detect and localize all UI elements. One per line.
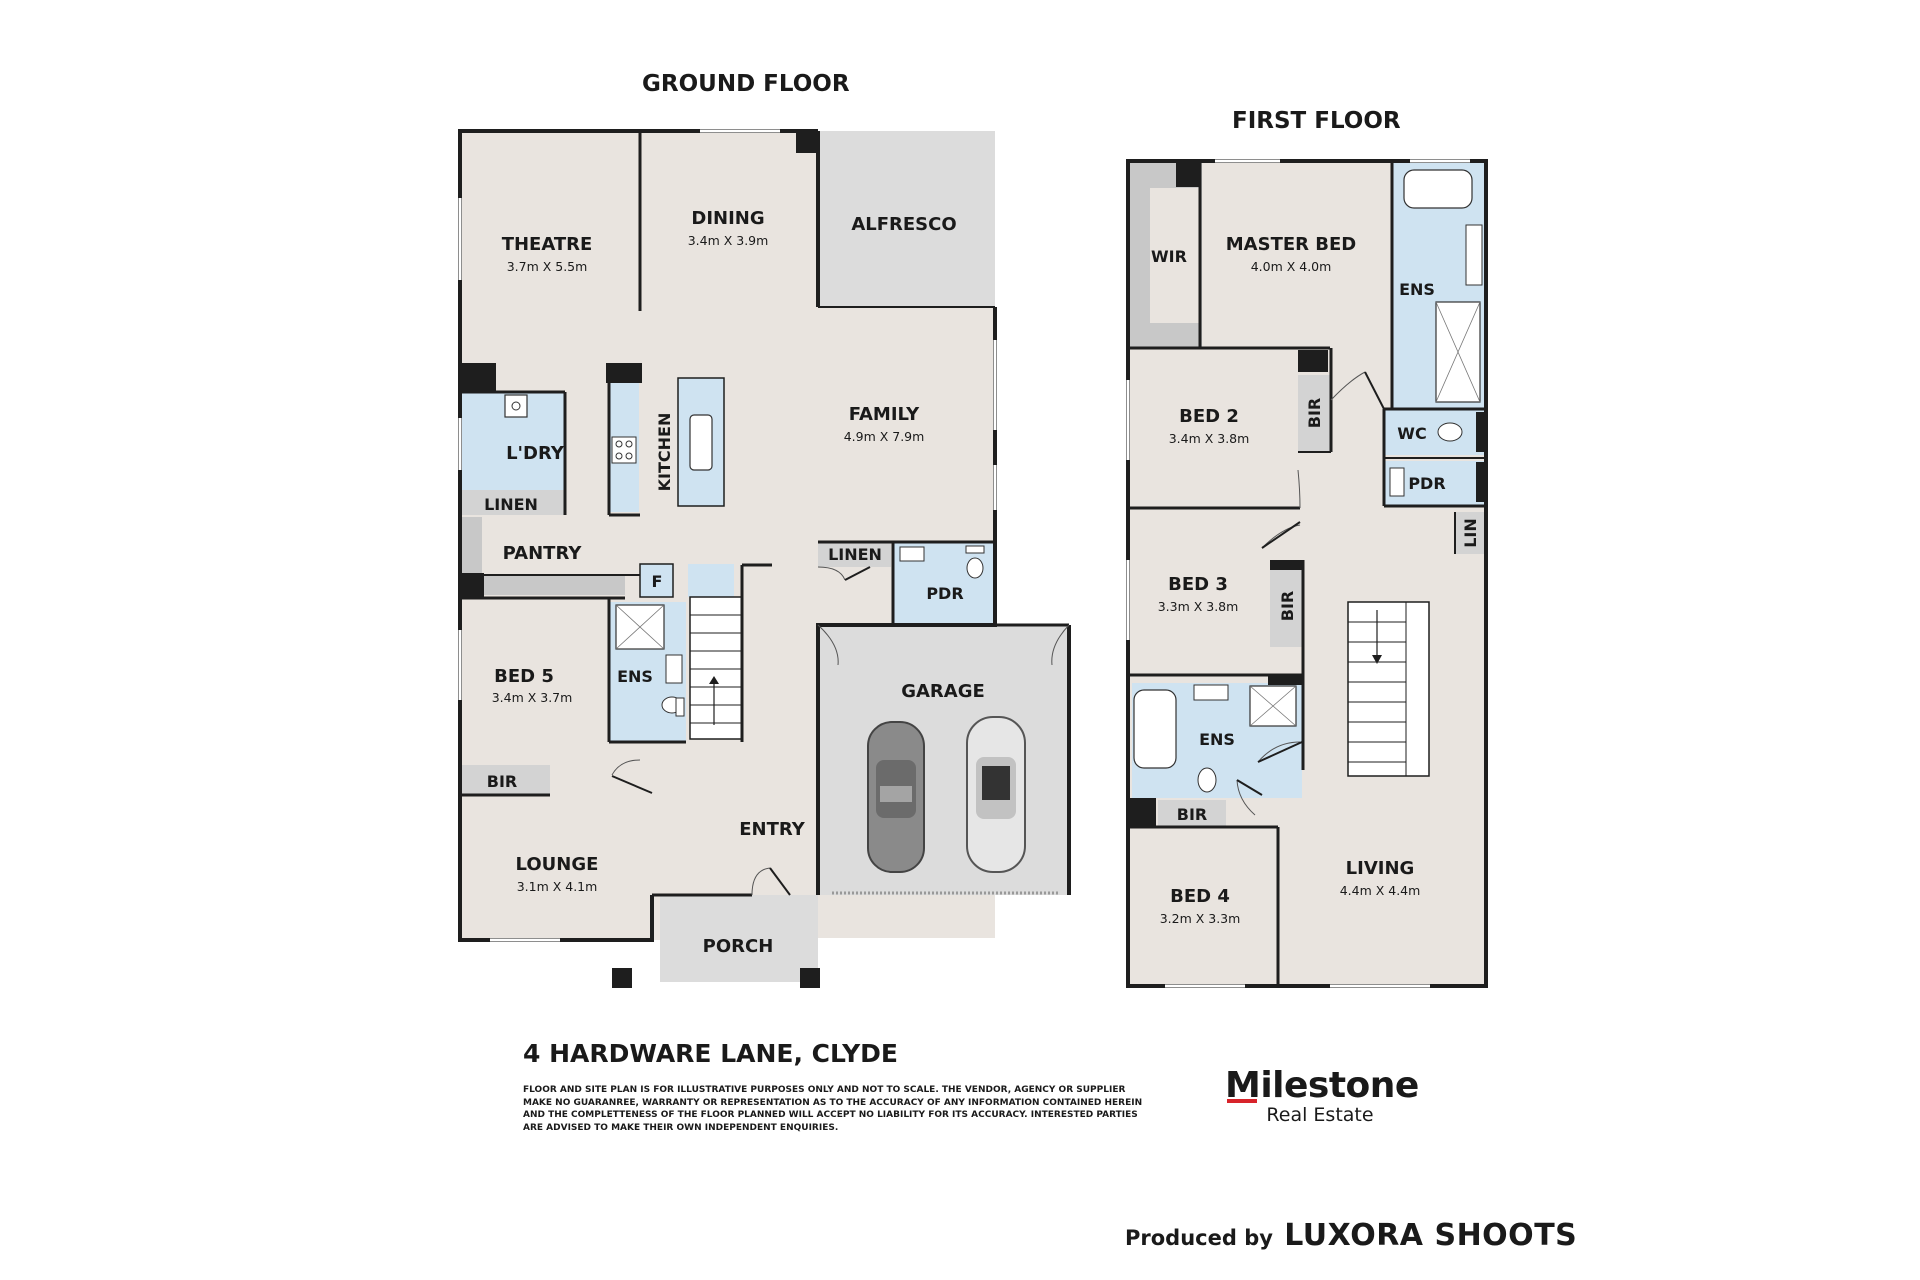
room-label-kitchen: KITCHEN: [655, 413, 674, 492]
fridge-label: F: [652, 572, 663, 591]
agency-name: Milestone: [1225, 1065, 1419, 1106]
room-dims-lounge: 3.1m X 4.1m: [517, 879, 598, 894]
room-label-bir-bed4: BIR: [1177, 805, 1207, 824]
room-dims-master-bed: 4.0m X 4.0m: [1251, 259, 1332, 274]
room-label-master-bed: MASTER BED: [1226, 234, 1356, 255]
island-sink-icon: [689, 414, 713, 471]
room-label-family: FAMILY: [849, 404, 920, 425]
room-label-garage: GARAGE: [901, 681, 985, 702]
room-label-ens-second: ENS: [1199, 730, 1235, 749]
agency-subtitle: Real Estate: [1266, 1104, 1374, 1126]
agency-logo: Milestone Real Estate: [1225, 1065, 1419, 1126]
photographer-credit: Produced by LUXORA SHOOTS: [1125, 1218, 1577, 1253]
room-label-theatre: THEATRE: [502, 234, 593, 255]
room-label-wc: WC: [1397, 424, 1426, 443]
studio-name: LUXORA SHOOTS: [1284, 1218, 1578, 1253]
room-label-linen-ground: LINEN: [484, 495, 538, 514]
alfresco-area: [818, 131, 995, 307]
room-label-ens-master: ENS: [1399, 280, 1435, 299]
room-label-ens-ground: ENS: [617, 667, 653, 686]
room-label-pdr-first: PDR: [1408, 474, 1445, 493]
ground-floor-plan: THEATRE 3.7m X 5.5m DINING 3.4m X 3.9m A…: [458, 129, 1071, 988]
credit-prefix: Produced by: [1125, 1226, 1273, 1250]
car-light-icon: [966, 716, 1026, 873]
room-label-bir-bed2: BIR: [1305, 398, 1324, 428]
room-dims-bed3: 3.3m X 3.8m: [1158, 599, 1239, 614]
disclaimer-text: FLOOR AND SITE PLAN IS FOR ILLUSTRATIVE …: [523, 1085, 1143, 1133]
room-label-dining: DINING: [691, 208, 764, 229]
garage-area: [818, 625, 1069, 895]
porch-area: [660, 895, 818, 982]
room-dims-bed2: 3.4m X 3.8m: [1169, 431, 1250, 446]
room-label-bir-ground: BIR: [487, 772, 517, 791]
car-dark-icon: [867, 721, 925, 873]
room-label-wir: WIR: [1151, 247, 1187, 266]
room-label-entry: ENTRY: [739, 819, 806, 840]
ground-floor-title: GROUND FLOOR: [642, 71, 850, 97]
room-label-living: LIVING: [1346, 858, 1415, 879]
room-label-lounge: LOUNGE: [516, 854, 599, 875]
stairs: [689, 596, 743, 740]
room-label-bed5: BED 5: [494, 666, 554, 687]
room-label-laundry: L'DRY: [506, 443, 565, 464]
room-label-bir-bed3: BIR: [1278, 591, 1297, 621]
room-label-bed2: BED 2: [1179, 406, 1239, 427]
room-dims-living: 4.4m X 4.4m: [1340, 883, 1421, 898]
room-label-alfresco: ALFRESCO: [851, 214, 956, 235]
room-label-porch: PORCH: [703, 936, 774, 957]
room-dims-bed4: 3.2m X 3.3m: [1160, 911, 1241, 926]
room-dims-family: 4.9m X 7.9m: [844, 429, 925, 444]
room-dims-dining: 3.4m X 3.9m: [688, 233, 769, 248]
room-label-pantry: PANTRY: [503, 543, 583, 564]
first-floor-plan: WIR MASTER BED 4.0m X 4.0m ENS BED 2 3.4…: [1126, 159, 1488, 988]
property-address: 4 HARDWARE LANE, CLYDE: [523, 1039, 898, 1068]
room-label-pdr-ground: PDR: [926, 584, 963, 603]
room-dims-bed5: 3.4m X 3.7m: [492, 690, 573, 705]
first-floor-title: FIRST FLOOR: [1232, 108, 1401, 134]
room-label-linen-hall: LINEN: [828, 545, 882, 564]
room-dims-theatre: 3.7m X 5.5m: [507, 259, 588, 274]
room-label-bed3: BED 3: [1168, 574, 1228, 595]
room-label-bed4: BED 4: [1170, 886, 1230, 907]
room-label-lin: LIN: [1461, 518, 1480, 548]
